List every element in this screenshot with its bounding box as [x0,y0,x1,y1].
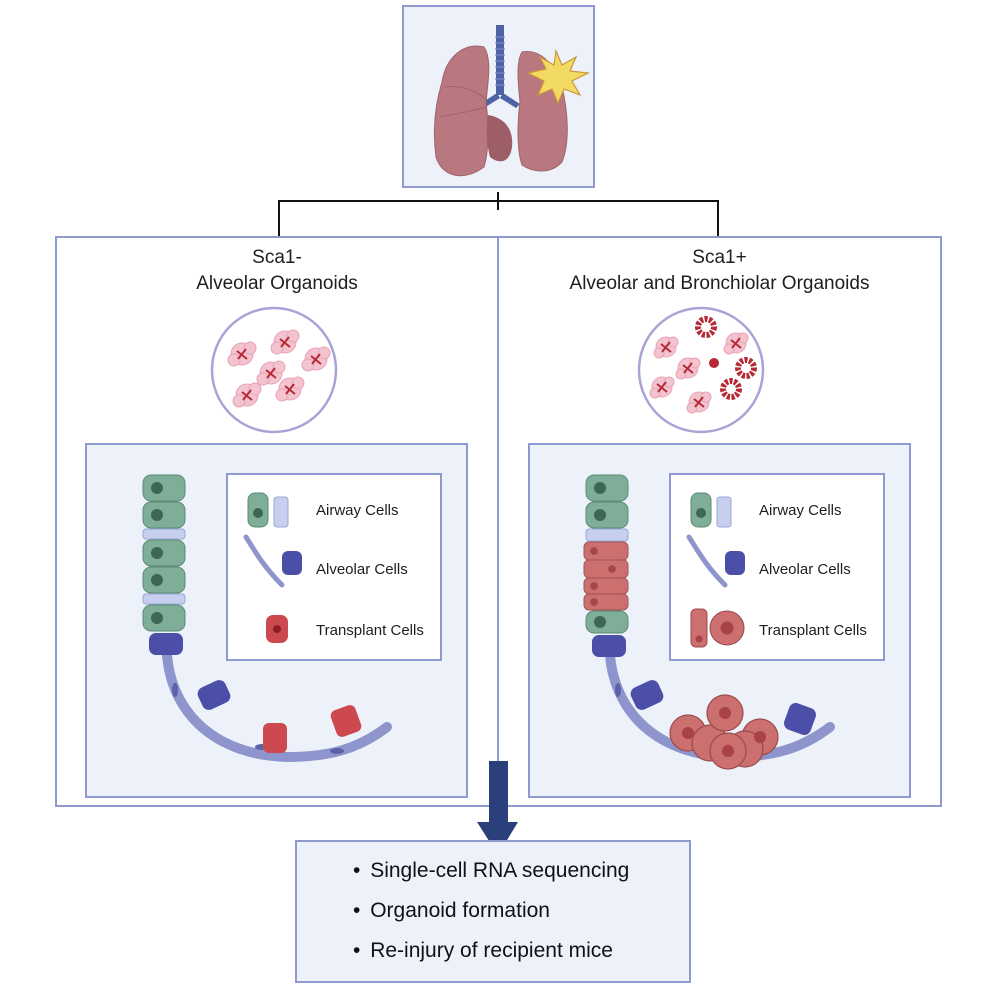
lung-image-box [402,5,595,188]
left-organoid-dish [210,306,338,434]
transplant-cells-icon [690,608,745,648]
outcome-item: • Organoid formation [353,899,550,922]
bullet-icon: • [353,859,361,882]
alveolar-type2-cell [592,635,816,735]
small-organoid-icon [709,358,719,368]
legend-alveolar-cells: Alveolar Cells [316,561,408,578]
airway-cells-icon [690,492,732,528]
left-cell-diagram-box: Airway Cells Alveolar Cells Transplant C… [85,443,468,798]
left-legend: Airway Cells Alveolar Cells Transplant C… [226,473,442,661]
bullet-icon: • [353,899,361,922]
transplant-airway-cells [583,541,629,611]
alveolar-organoid-icon [649,332,749,414]
bullet-icon: • [353,939,361,962]
left-panel-title: Sca1- Alveolar Organoids [57,245,497,297]
outcome-item: • Re-injury of recipient mice [353,939,613,962]
transplant-cell-cluster [669,694,779,770]
alveolar-cells-icon [243,534,302,588]
outcomes-box: • Single-cell RNA sequencing • Organoid … [295,840,691,983]
right-panel-title: Sca1+ Alveolar and Bronchiolar Organoids [499,245,940,297]
alveolar-type2-cell [149,633,231,710]
right-organoid-dish [637,306,765,434]
legend-alveolar-cells: Alveolar Cells [759,561,851,578]
legend-transplant-cells: Transplant Cells [316,622,424,639]
left-lung-icon [433,45,490,177]
airway-column [142,474,186,632]
right-airway-to-alveolus-illustration [583,474,835,770]
alveolar-organoid-icon [227,329,331,408]
right-panel-title-line1: Sca1+ [692,247,747,268]
down-arrow-icon [477,761,518,855]
bronchiolar-organoid-icon [695,316,757,400]
alveolar-cells-icon [686,534,745,588]
injured-lung-icon [433,25,591,177]
panel-divider [497,236,499,807]
left-panel-title-line1: Sca1- [252,247,302,268]
outcome-item: • Single-cell RNA sequencing [353,859,630,882]
left-panel-title-line2: Alveolar Organoids [196,273,358,294]
legend-airway-cells: Airway Cells [316,502,399,519]
alveolar-type1-membrane [162,650,392,763]
branch-connector [278,192,719,237]
airway-column [583,474,629,634]
injury-starburst-icon [526,48,591,105]
transplant-cell [263,705,362,753]
right-cell-diagram-box: Airway Cells Alveolar Cells Transplant C… [528,443,911,798]
legend-airway-cells: Airway Cells [759,502,842,519]
right-panel-title-line2: Alveolar and Bronchiolar Organoids [569,273,870,294]
left-airway-to-alveolus-illustration [142,474,392,763]
transplant-cells-icon [266,615,288,643]
airway-cells-icon [247,492,289,528]
right-legend: Airway Cells Alveolar Cells Transplant C… [669,473,885,661]
legend-transplant-cells: Transplant Cells [759,622,867,639]
